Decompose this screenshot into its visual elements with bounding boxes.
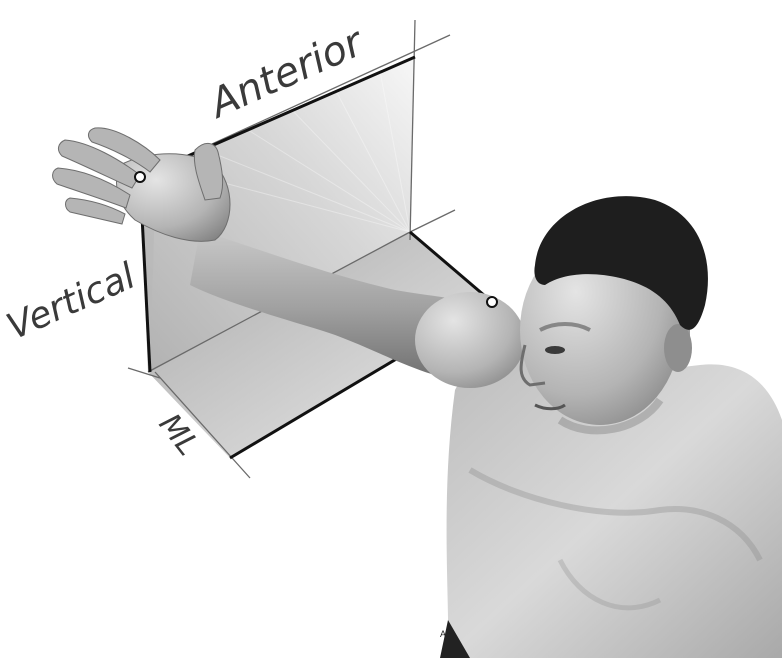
eye: [545, 346, 565, 354]
watermark-label: Ab: [440, 629, 451, 639]
front-edge-line: [410, 210, 455, 232]
ear: [664, 324, 692, 372]
wrist-marker: [135, 172, 145, 182]
shoulder-marker: [487, 297, 497, 307]
reference-planes: [128, 20, 492, 478]
shoulder: [415, 292, 525, 388]
vertical-label: Vertical: [1, 256, 141, 349]
